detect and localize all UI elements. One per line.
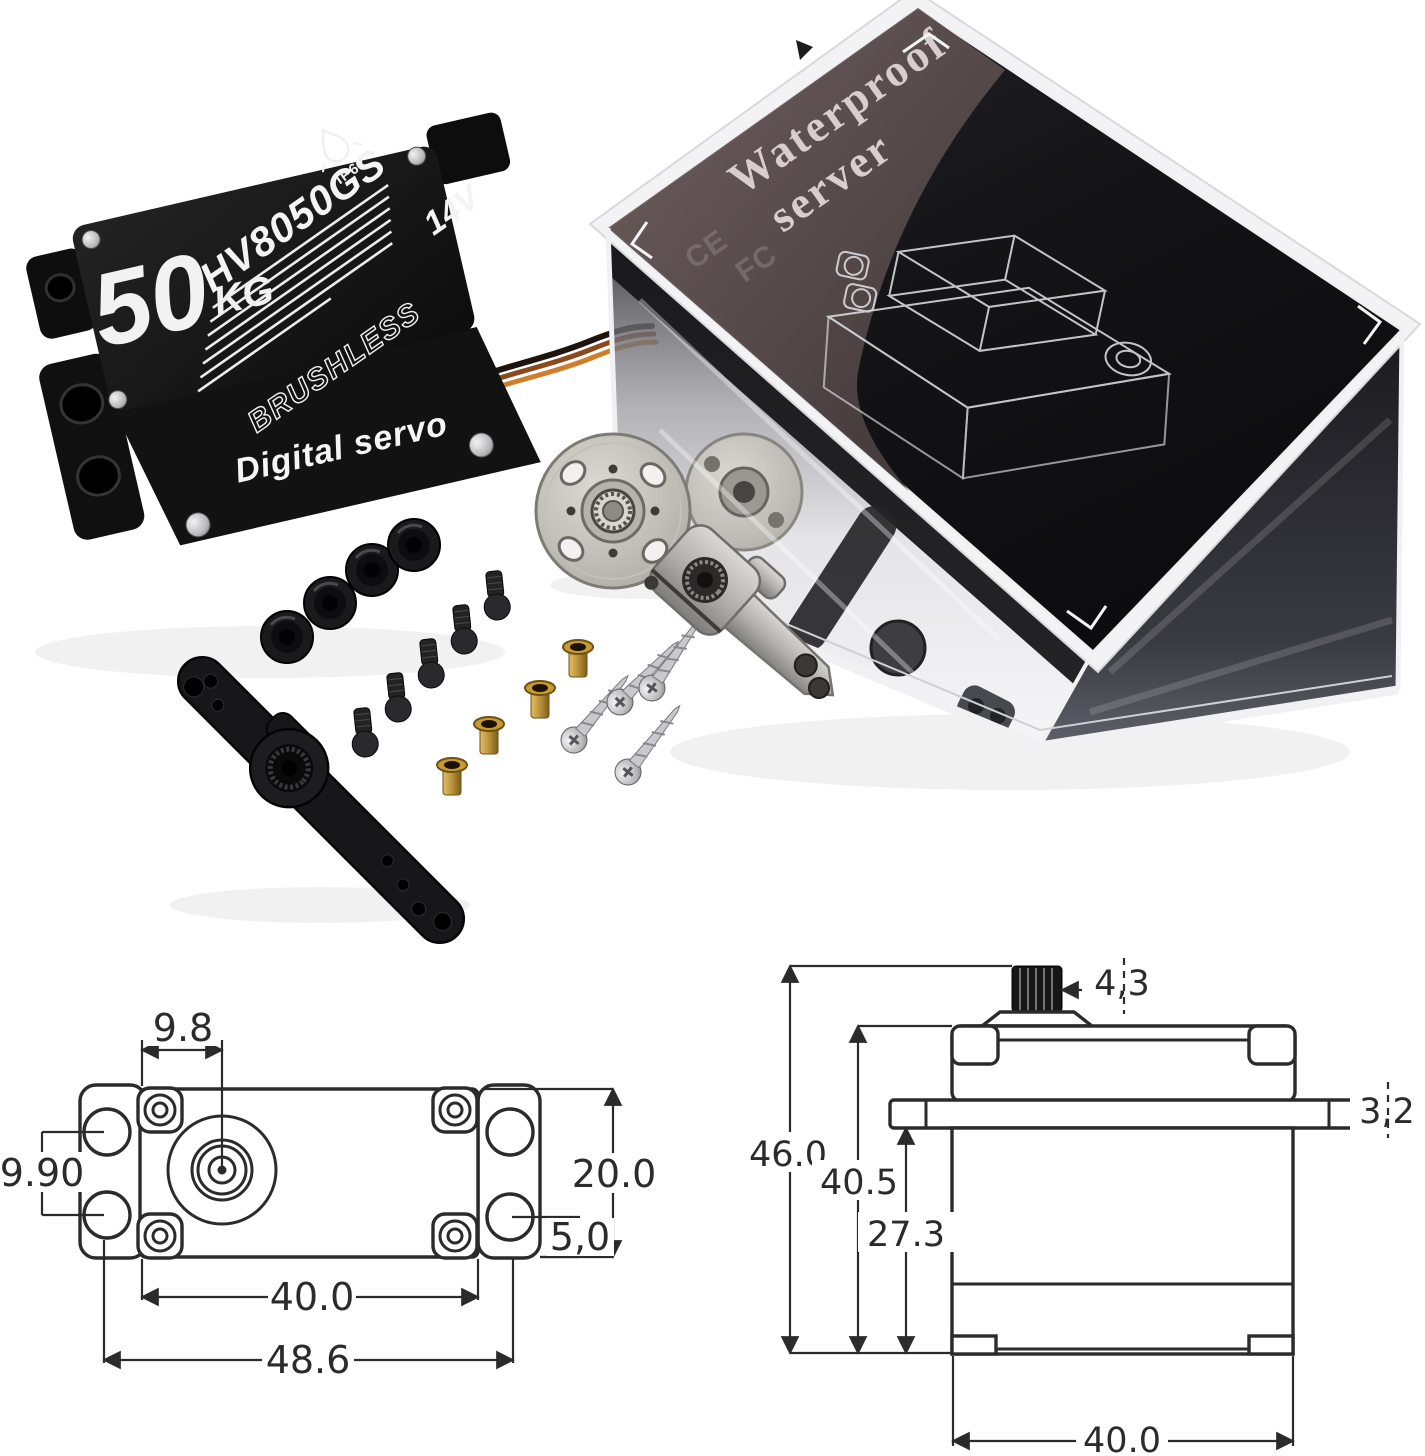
dim-body-height: 20.0 — [482, 1087, 658, 1259]
lid-corner-marks — [629, 32, 1383, 631]
dim-label-body-width-side: 40.0 — [1083, 1421, 1161, 1456]
servo-unit: 50 KG HV8050GS 14V BRUSHLESS IP67 D — [26, 112, 541, 546]
dim-body-width-side: 40.0 — [951, 1356, 1295, 1456]
lid-triangle-mark — [796, 40, 813, 60]
servo-screw — [81, 230, 101, 250]
rubber-grommets — [260, 518, 441, 664]
dim-body-width-top: 40.0 — [140, 1259, 480, 1319]
dim-label-spline-width: 4,3 — [1094, 964, 1150, 1004]
dim-spline-width: 4,3 — [1060, 958, 1164, 1014]
top-view-diagram: 9.8 9.90 20.0 5,0 — [0, 1006, 658, 1382]
black-servo-arm — [176, 655, 466, 945]
dim-upper-height: 40.5 — [812, 1024, 952, 1355]
dim-lug-height: 5,0 — [512, 1215, 614, 1259]
speed-lines — [197, 183, 393, 393]
dim-flange-thickness: 3,2 — [1350, 1082, 1424, 1138]
accessories — [176, 432, 835, 945]
servo-screw — [468, 432, 494, 458]
round-servo-horn — [534, 432, 692, 590]
dim-label-lug-height: 5,0 — [550, 1215, 610, 1259]
aluminum-servo-arm — [644, 524, 835, 700]
dim-lower-height: 27.3 — [858, 1126, 954, 1355]
dim-label-flange-width: 48.6 — [266, 1338, 351, 1382]
dim-label-spline-offset: 9.8 — [153, 1006, 213, 1050]
dim-label-body-width-top: 40.0 — [270, 1275, 355, 1319]
servo-lower-body — [950, 1126, 1295, 1356]
servo-screw — [407, 146, 427, 166]
black-screws — [351, 570, 511, 758]
screw-posts — [136, 1086, 479, 1260]
output-spline-side-view — [977, 965, 1097, 1028]
dim-label-body-height: 20.0 — [572, 1152, 657, 1196]
dim-label-upper-height: 40.5 — [820, 1163, 898, 1203]
dim-flange-width: 48.6 — [102, 1240, 515, 1382]
servo-right-tab — [426, 112, 511, 185]
servo-top-cap — [950, 1024, 1297, 1104]
brass-eyelets — [436, 639, 594, 796]
dim-label-flange-thickness: 3,2 — [1359, 1092, 1415, 1132]
packaging-box: Waterproof server CE FC — [588, 0, 1422, 751]
dim-lug-hole-spacing: 9.90 — [0, 1130, 104, 1217]
side-view-diagram: 4,3 3,2 46.0 40.5 — [740, 958, 1424, 1456]
servo-body-top-view — [138, 1087, 480, 1259]
servo-screw — [185, 512, 211, 538]
servo-front-face — [114, 327, 541, 546]
dim-label-lug-spacing: 9.90 — [0, 1151, 84, 1195]
box-contents — [638, 298, 1052, 746]
box-label-band — [608, 8, 1005, 491]
dim-spline-offset: 9.8 — [140, 1006, 224, 1166]
mounting-flange — [888, 1098, 1367, 1130]
servo-weight-value: 50 — [81, 231, 220, 370]
servo-wireframe-art — [822, 234, 1172, 480]
dim-label-lower-height: 27.3 — [867, 1215, 945, 1255]
servo-screw — [108, 390, 128, 410]
